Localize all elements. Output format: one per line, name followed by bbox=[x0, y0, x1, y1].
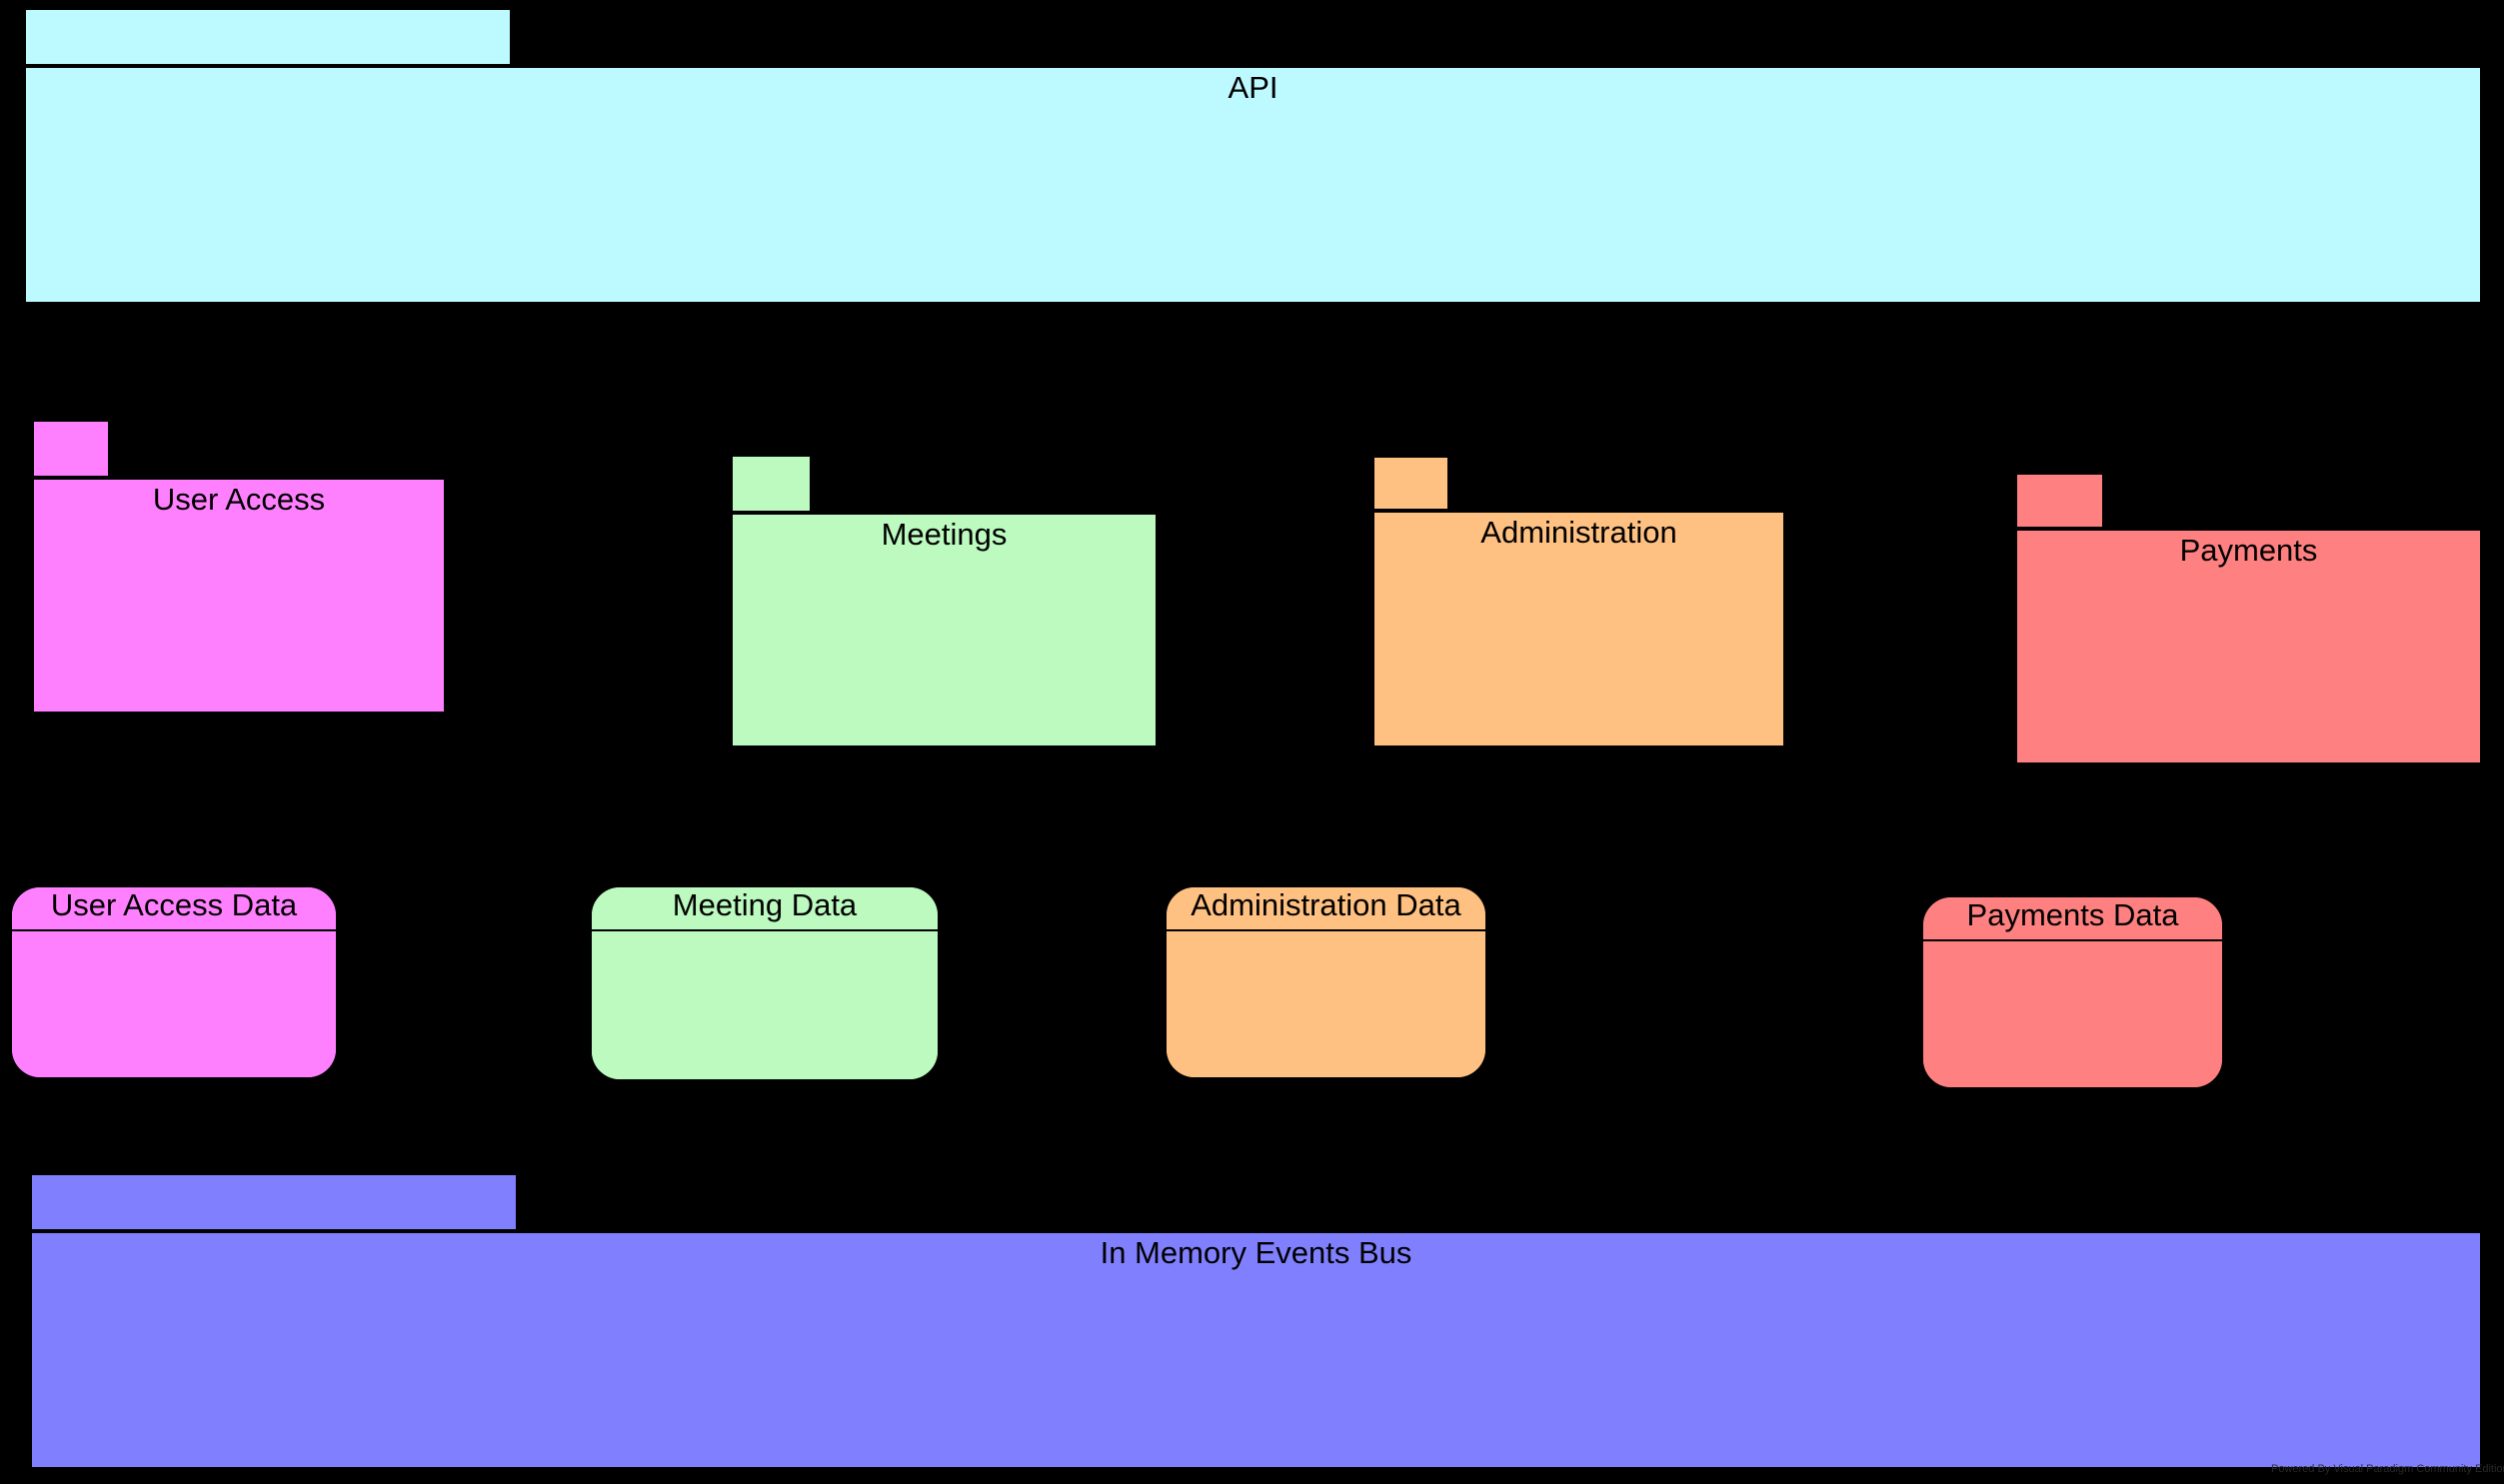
package-body-meetings bbox=[731, 513, 1158, 747]
datastore-label-payments-data: Payments Data bbox=[1923, 897, 2222, 941]
datastore-label-user-access-data: User Access Data bbox=[12, 887, 336, 931]
package-body-api bbox=[24, 66, 2482, 304]
package-payments[interactable]: Payments bbox=[2015, 473, 2482, 764]
package-administration[interactable]: Administration bbox=[1372, 456, 1785, 747]
datastore-body-administration-data bbox=[1167, 931, 1485, 1077]
datastore-label-administration-data: Administration Data bbox=[1167, 887, 1485, 931]
watermark: Powered By Visual Paradigm Community Edi… bbox=[2271, 1461, 2504, 1477]
datastore-body-meeting-data bbox=[592, 931, 938, 1079]
package-body-user-access bbox=[32, 478, 446, 714]
package-tab-payments bbox=[2015, 473, 2104, 529]
watermark-text: Powered By Visual Paradigm Community Edi… bbox=[2271, 1462, 2504, 1475]
package-tab-api bbox=[24, 8, 512, 66]
package-body-administration bbox=[1372, 511, 1785, 747]
datastore-body-payments-data bbox=[1923, 941, 2222, 1087]
datastore-administration-data[interactable]: Administration Data bbox=[1165, 885, 1487, 1079]
datastore-user-access-data[interactable]: User Access Data bbox=[10, 885, 338, 1079]
datastore-body-user-access-data bbox=[12, 931, 336, 1077]
datastore-payments-data[interactable]: Payments Data bbox=[1921, 895, 2224, 1089]
package-tab-meetings bbox=[731, 455, 812, 513]
package-user-access[interactable]: User Access bbox=[32, 420, 446, 714]
datastore-meeting-data[interactable]: Meeting Data bbox=[590, 885, 940, 1081]
package-tab-administration bbox=[1372, 456, 1449, 511]
package-tab-user-access bbox=[32, 420, 110, 478]
package-tab-events-bus bbox=[30, 1173, 518, 1231]
package-events-bus[interactable]: In Memory Events Bus bbox=[30, 1173, 2482, 1469]
package-api[interactable]: API bbox=[24, 8, 2482, 304]
package-meetings[interactable]: Meetings bbox=[731, 455, 1158, 747]
package-body-payments bbox=[2015, 529, 2482, 764]
datastore-label-meeting-data: Meeting Data bbox=[592, 887, 938, 931]
package-body-events-bus bbox=[30, 1231, 2482, 1469]
